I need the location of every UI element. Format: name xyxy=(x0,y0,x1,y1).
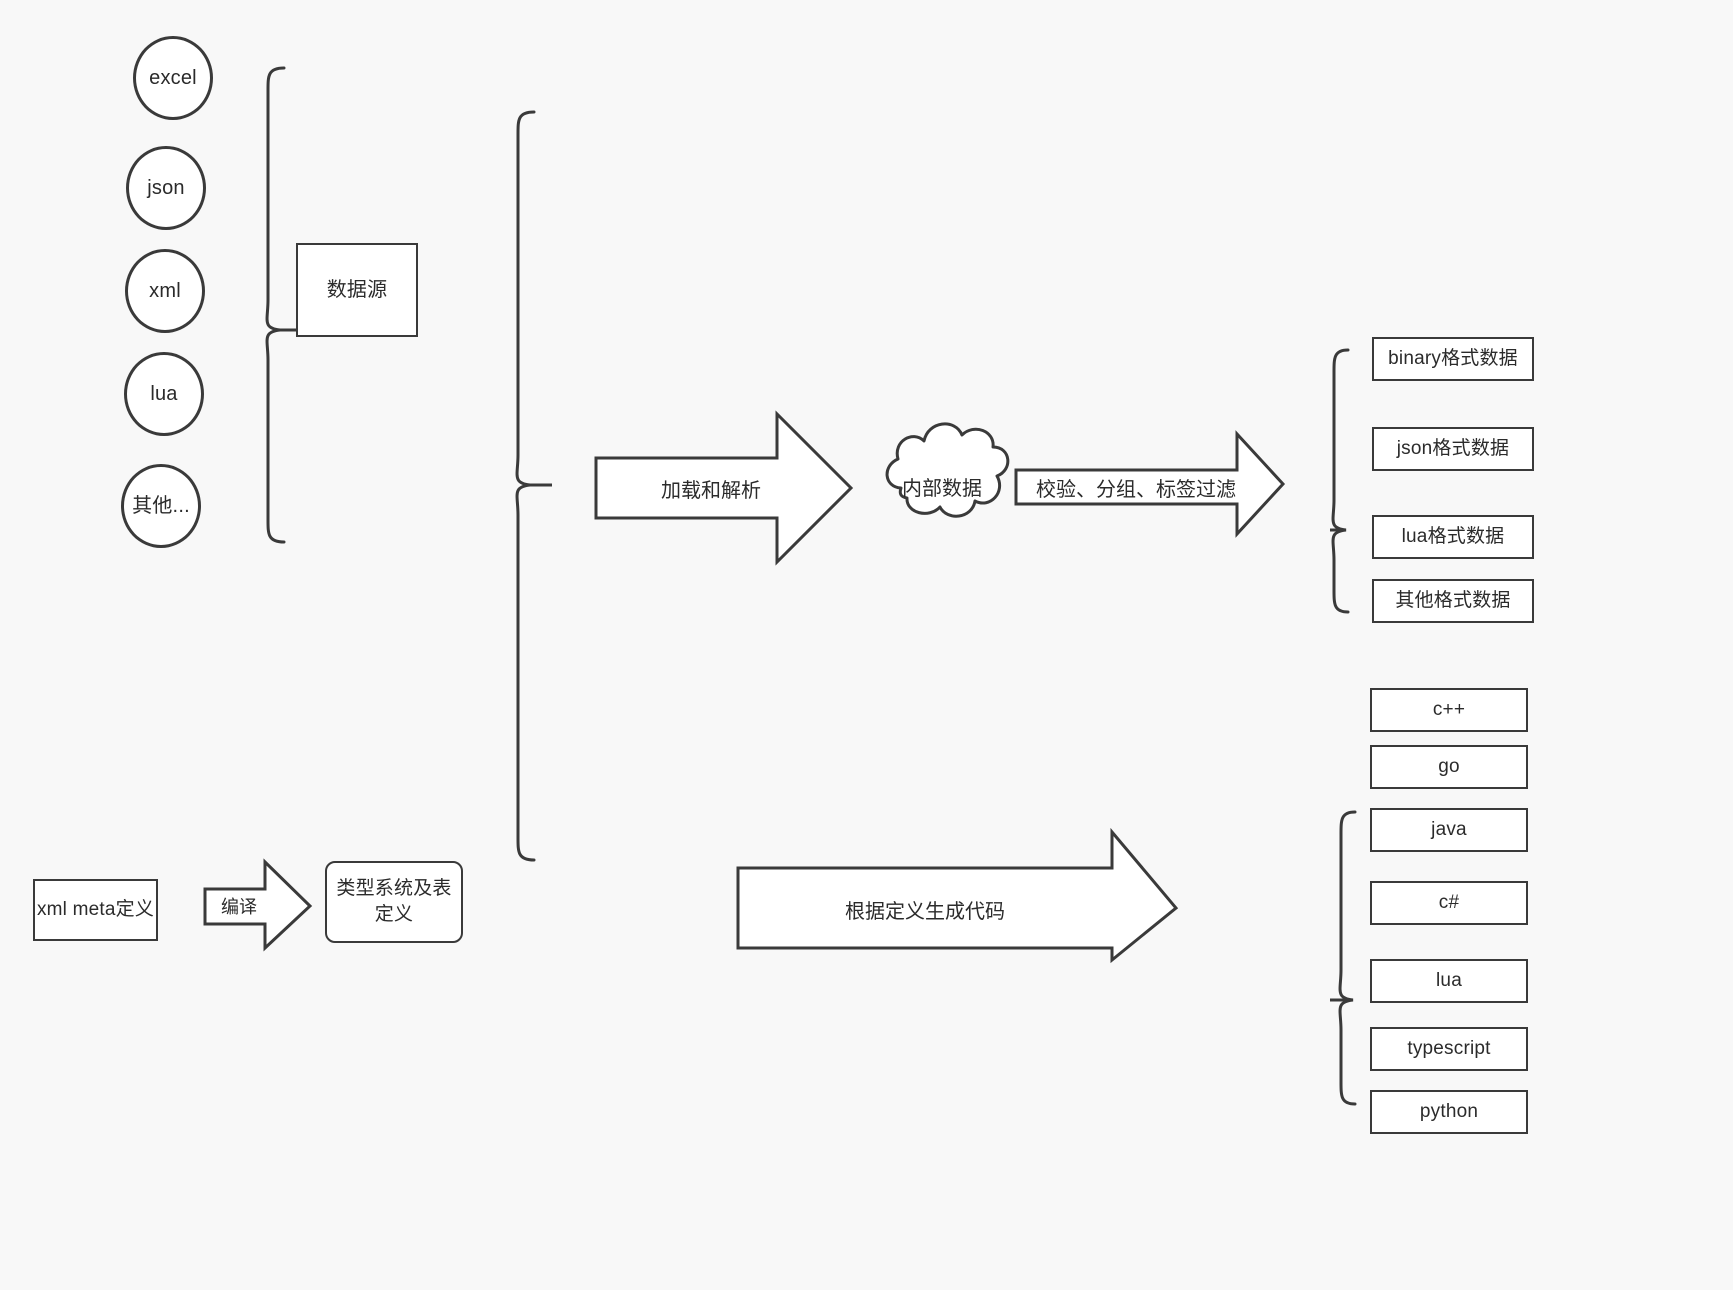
output-language-cpp[interactable]: c++ xyxy=(1370,688,1528,732)
output-language-lua[interactable]: lua xyxy=(1370,959,1528,1003)
data-source-xml-label: xml xyxy=(149,279,181,302)
output-language-lua-label: lua xyxy=(1436,970,1462,992)
output-format-other[interactable]: 其他格式数据 xyxy=(1372,579,1534,623)
brace-data-sources xyxy=(265,66,286,544)
xml-meta-definition-box[interactable]: xml meta定义 xyxy=(33,879,158,941)
data-source-lua-label: lua xyxy=(150,382,178,405)
output-language-java[interactable]: java xyxy=(1370,808,1528,852)
output-format-json-label: json格式数据 xyxy=(1396,438,1510,460)
arrow-load-and-parse-label-wrap: 加载和解析 xyxy=(621,468,801,508)
arrow-generate-code-label: 根据定义生成代码 xyxy=(845,900,1005,923)
output-format-json[interactable]: json格式数据 xyxy=(1372,427,1534,471)
output-language-typescript-label: typescript xyxy=(1407,1038,1491,1060)
data-source-other-label: 其他... xyxy=(132,494,190,517)
output-language-cpp-label: c++ xyxy=(1432,699,1466,721)
output-language-csharp[interactable]: c# xyxy=(1370,881,1528,925)
output-format-other-label: 其他格式数据 xyxy=(1395,590,1511,612)
brace-output-formats xyxy=(1331,348,1350,614)
data-source-other[interactable]: 其他... xyxy=(121,464,201,548)
arrow-compile xyxy=(203,858,313,952)
data-source-xml[interactable]: xml xyxy=(125,249,205,333)
output-language-go-label: go xyxy=(1438,756,1460,778)
data-source-lua[interactable]: lua xyxy=(124,352,204,436)
output-format-lua-label: lua格式数据 xyxy=(1401,526,1505,548)
arrow-validate-group-filter xyxy=(1014,430,1286,538)
arrow-load-and-parse-label: 加载和解析 xyxy=(661,479,761,502)
brace-pipeline-input xyxy=(515,110,536,862)
arrow-generate-code xyxy=(736,827,1179,964)
arrow-validate-group-filter-label-wrap: 校验、分组、标签过滤 xyxy=(1026,468,1246,506)
output-format-binary-label: binary格式数据 xyxy=(1388,348,1518,370)
type-system-definition-label: 类型系统及表定义 xyxy=(336,878,452,925)
arrow-compile-label-wrap: 编译 xyxy=(210,890,268,922)
cloud-internal-data-label-wrap: 内部数据 xyxy=(890,468,994,504)
data-source-group-box[interactable]: 数据源 xyxy=(296,243,418,337)
data-source-excel[interactable]: excel xyxy=(133,36,213,120)
cloud-internal-data-label: 内部数据 xyxy=(902,477,982,500)
output-language-typescript[interactable]: typescript xyxy=(1370,1027,1528,1071)
cloud-internal-data xyxy=(885,422,1010,518)
data-source-excel-label: excel xyxy=(149,66,197,89)
output-language-python[interactable]: python xyxy=(1370,1090,1528,1134)
output-language-go[interactable]: go xyxy=(1370,745,1528,789)
data-source-json-label: json xyxy=(147,176,185,199)
xml-meta-definition-label: xml meta定义 xyxy=(36,899,155,921)
arrow-validate-group-filter-label: 校验、分组、标签过滤 xyxy=(1036,478,1236,501)
output-format-binary[interactable]: binary格式数据 xyxy=(1372,337,1534,381)
output-language-java-label: java xyxy=(1431,819,1467,841)
arrow-compile-label: 编译 xyxy=(221,897,257,917)
data-source-json[interactable]: json xyxy=(126,146,206,230)
output-language-python-label: python xyxy=(1419,1101,1479,1123)
output-language-csharp-label: c# xyxy=(1438,892,1460,914)
data-source-group-label: 数据源 xyxy=(326,278,388,301)
output-format-lua[interactable]: lua格式数据 xyxy=(1372,515,1534,559)
arrow-load-and-parse xyxy=(594,410,854,566)
brace-output-languages xyxy=(1338,810,1357,1106)
type-system-definition-box[interactable]: 类型系统及表定义 xyxy=(325,861,463,943)
arrow-generate-code-label-wrap: 根据定义生成代码 xyxy=(760,890,1090,928)
